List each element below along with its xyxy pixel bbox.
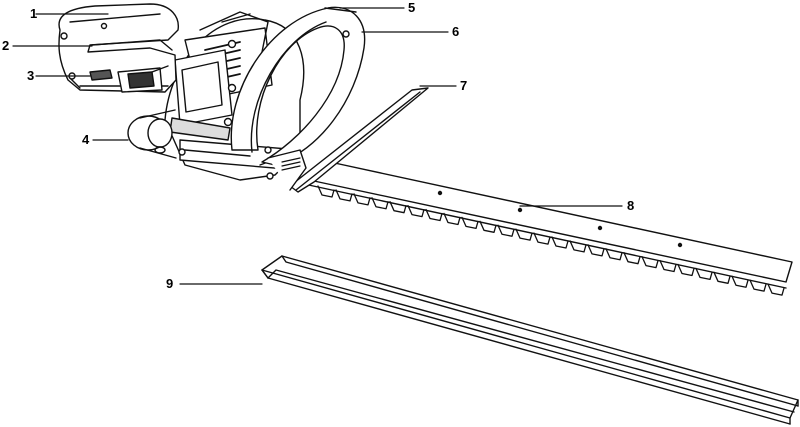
cutting-blade bbox=[300, 162, 792, 295]
callout-3: 3 bbox=[27, 69, 34, 83]
leader-lines bbox=[13, 8, 622, 284]
callout-9: 9 bbox=[166, 277, 173, 291]
callout-5: 5 bbox=[408, 1, 415, 15]
callout-8: 8 bbox=[627, 199, 634, 213]
callout-4: 4 bbox=[82, 133, 89, 147]
callout-1: 1 bbox=[30, 7, 37, 21]
rear-handle bbox=[59, 4, 178, 92]
callout-6: 6 bbox=[452, 25, 459, 39]
callout-2: 2 bbox=[2, 39, 9, 53]
callout-7: 7 bbox=[460, 79, 467, 93]
